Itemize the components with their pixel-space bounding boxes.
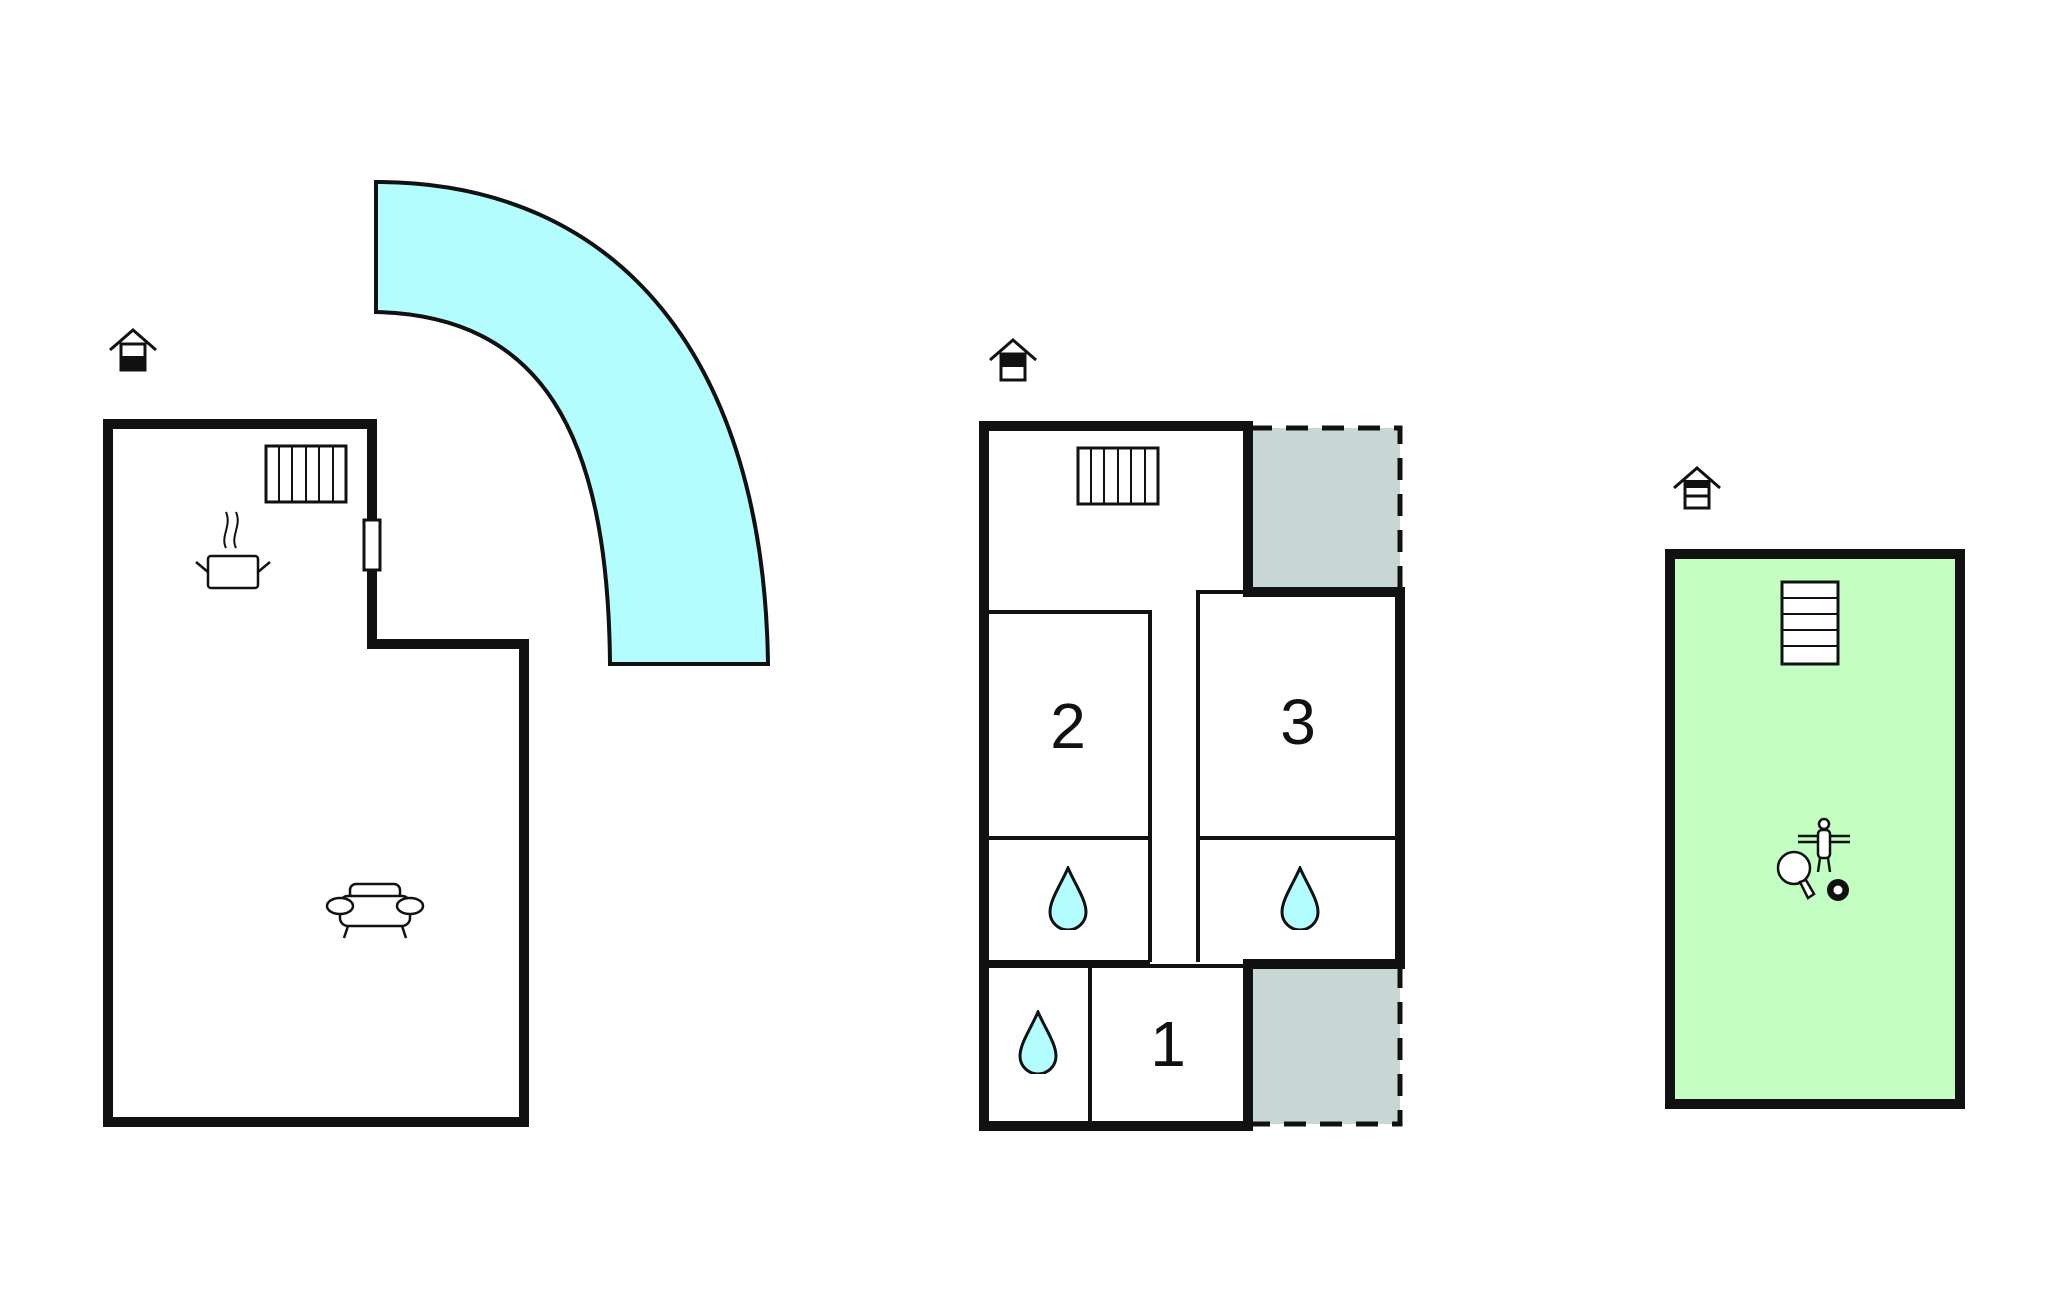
- floor-level-first-icon: [988, 338, 1038, 382]
- room-label-2: 2: [1050, 690, 1086, 762]
- door-icon: [362, 518, 382, 572]
- sofa-icon: [325, 882, 425, 939]
- pool: [374, 179, 771, 666]
- floor-first: 2 3 1: [979, 338, 1405, 1131]
- radiator-icon: [1076, 446, 1160, 506]
- room-label-3: 3: [1280, 686, 1316, 758]
- first-floor-interior: [989, 590, 1395, 1122]
- room-label-1: 1: [1150, 1008, 1186, 1080]
- floor-level-ground-icon: [108, 328, 158, 372]
- table-tennis-icon: [1776, 850, 1816, 900]
- floor-basement: [1665, 466, 1965, 1109]
- terrace: [1250, 425, 1403, 1127]
- first-floor-walls: [979, 421, 1405, 1131]
- bathroom-water-drop-icon: [1280, 866, 1320, 930]
- bathroom-water-drop-icon: [1048, 866, 1088, 930]
- staircase-icon: [1780, 580, 1840, 666]
- ground-floor-walls: [103, 419, 529, 1127]
- table-football-icon: [1798, 817, 1850, 873]
- floor-ground: [103, 179, 771, 1127]
- cooking-pot-icon: [195, 511, 271, 590]
- radiator-icon: [264, 444, 348, 504]
- bathroom-water-drop-icon: [1018, 1010, 1058, 1074]
- billiard-ball-icon: [1827, 879, 1849, 901]
- floor-level-basement-icon: [1672, 466, 1722, 510]
